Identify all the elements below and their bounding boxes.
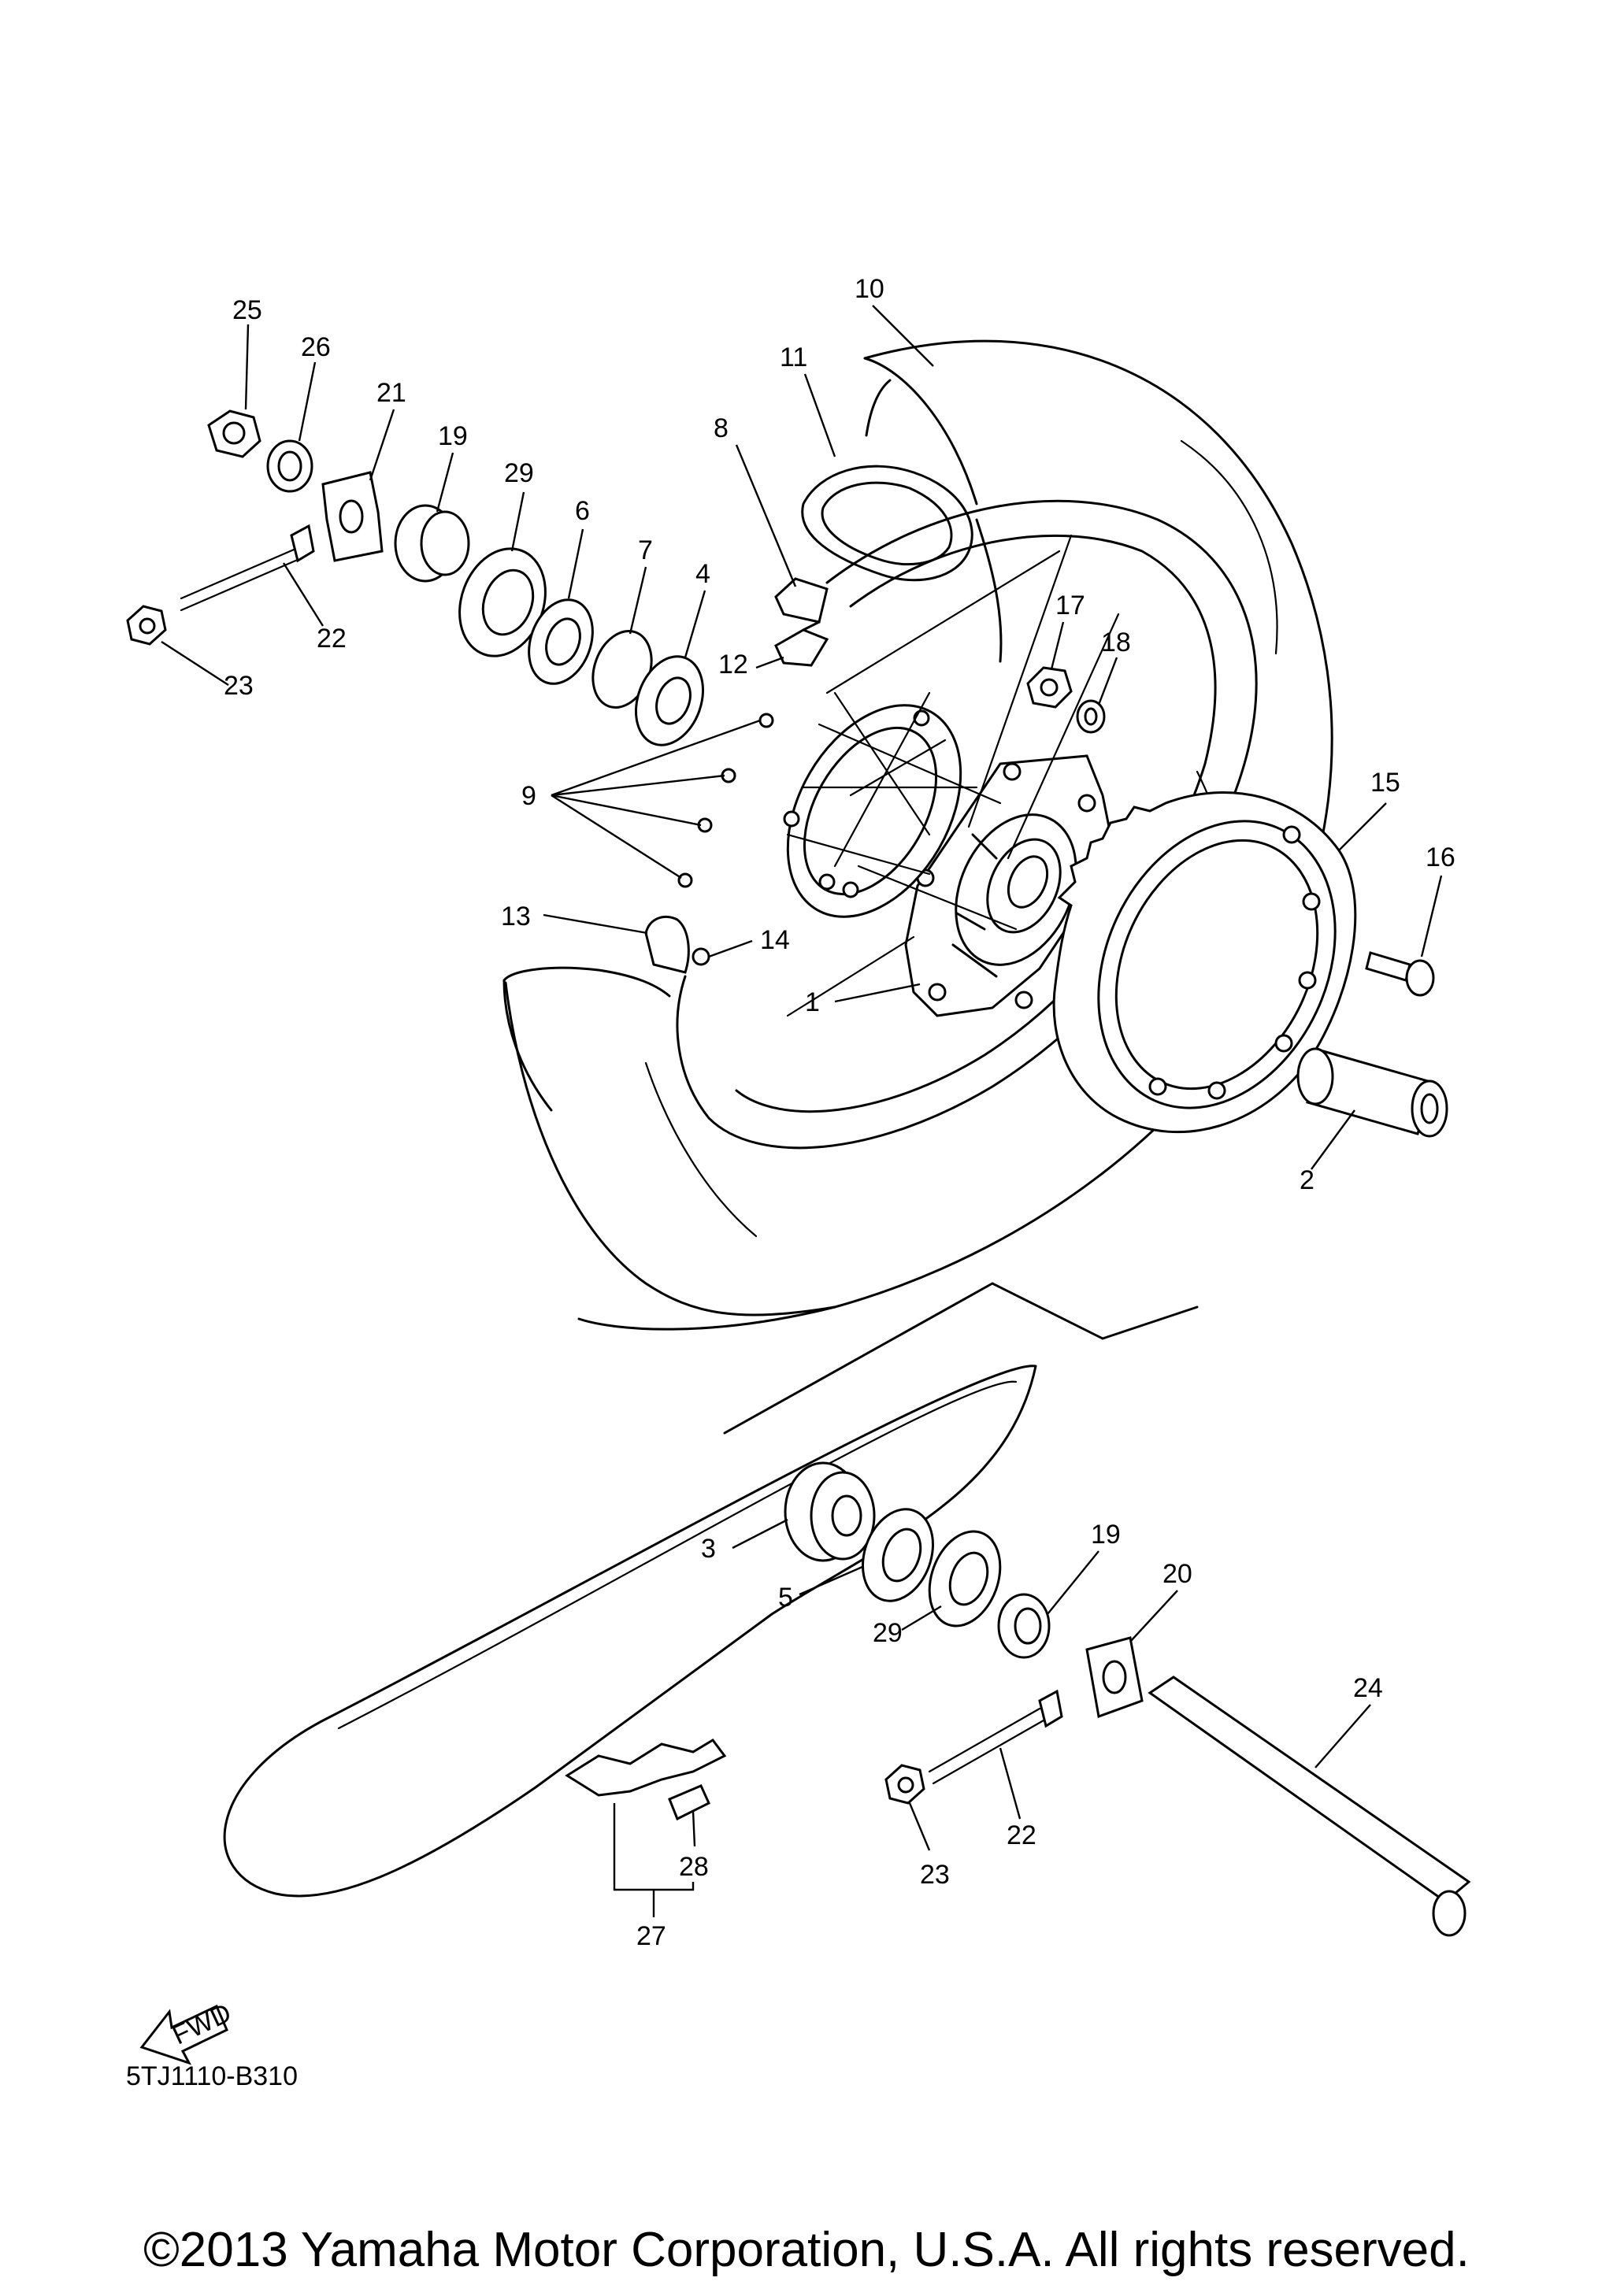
rim-lock [644,915,710,974]
valve [774,577,829,667]
callout-1: 1 [805,987,820,1017]
callout-27: 27 [636,1921,666,1951]
copyright-notice: ©2013 Yamaha Motor Corporation, U.S.A. A… [143,2223,1470,2277]
callout-28: 28 [679,1852,709,1882]
left-axle-hardware [126,409,705,746]
callout-20: 20 [1162,1559,1192,1589]
callout-numbers: 25 26 21 19 29 6 7 4 10 11 8 12 17 18 15… [224,274,1455,1951]
callout-17: 17 [1055,591,1085,620]
diagram-code: 5TJ1110-B310 [126,2061,298,2091]
callout-8: 8 [714,413,729,443]
callout-12: 12 [718,650,748,680]
leader-lines [161,305,1443,1917]
hub-flange [783,704,962,918]
callout-23-right: 23 [920,1860,950,1890]
callout-24: 24 [1353,1673,1383,1703]
callout-15: 15 [1370,768,1400,798]
callout-11: 11 [780,343,807,372]
callout-22-right: 22 [1007,1820,1036,1850]
callout-19-left: 19 [438,421,468,451]
chain [223,1365,1037,1898]
callout-18: 18 [1101,628,1131,657]
callout-9: 9 [521,781,536,811]
fwd-arrow-icon: FWD [139,1998,235,2065]
callout-5: 5 [778,1583,793,1613]
callout-25: 25 [232,295,262,325]
callout-16: 16 [1426,842,1455,872]
collar [1296,1047,1448,1138]
callout-13: 13 [501,902,531,931]
sprocket-nut-washer [1026,666,1106,734]
body-outline [723,1282,1199,1435]
callout-29-right: 29 [873,1618,903,1648]
sprocket [1052,791,1357,1134]
spokes [677,534,1120,1017]
callout-26: 26 [301,332,331,362]
callout-4: 4 [695,559,710,589]
callout-14: 14 [760,925,790,955]
callout-3: 3 [701,1534,716,1564]
callout-6: 6 [575,496,590,526]
tube [801,379,1003,663]
callout-22-left: 22 [317,624,347,654]
callout-29-left: 29 [504,458,534,488]
callout-2: 2 [1300,1165,1315,1195]
callout-23-left: 23 [224,671,254,701]
right-axle-hardware [784,1461,1471,1937]
callout-7: 7 [638,535,653,565]
callout-19-right: 19 [1091,1520,1121,1550]
sprocket-bolt [1365,951,1435,997]
callout-10: 10 [855,274,884,304]
callout-21: 21 [376,378,406,408]
